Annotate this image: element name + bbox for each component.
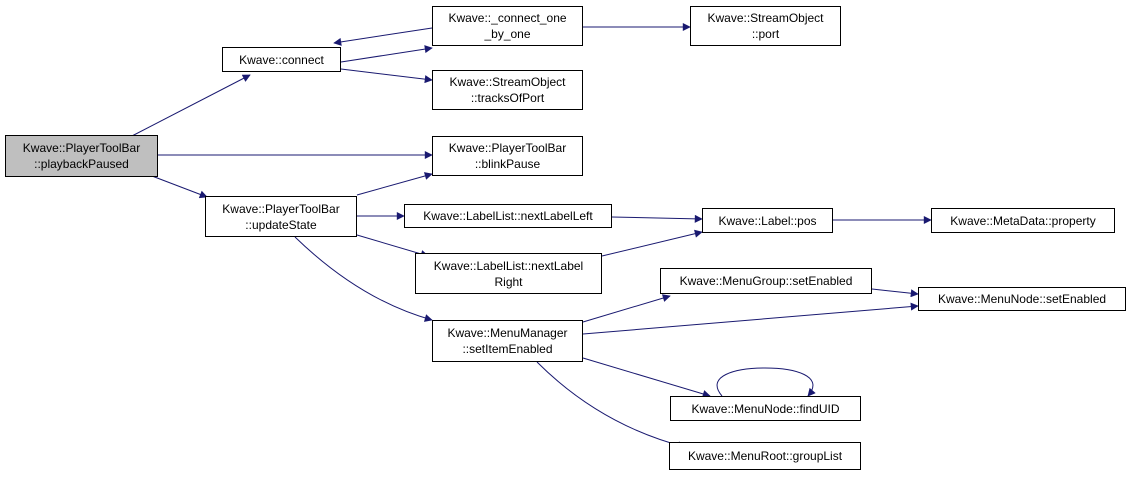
edge-updatestate-setitemenabled — [294, 236, 433, 322]
edge-updatestate-nextlabelright — [356, 234, 429, 258]
node-find-uid-label: Kwave::MenuNode::findUID — [691, 401, 840, 416]
edge-nextlabelright-labelpos — [601, 229, 703, 257]
node-playback-paused: Kwave::PlayerToolBar ::playbackPaused — [5, 135, 158, 177]
node-blink-pause[interactable]: Kwave::PlayerToolBar ::blinkPause — [432, 136, 583, 176]
node-find-uid[interactable]: Kwave::MenuNode::findUID — [670, 396, 861, 421]
edge-playbackpaused-updatestate — [151, 175, 208, 199]
node-connect-one-by-one[interactable]: Kwave::_connect_one _by_one — [432, 6, 583, 46]
node-node-set-enabled[interactable]: Kwave::MenuNode::setEnabled — [918, 287, 1126, 311]
node-set-item-enabled-line-1: Kwave::MenuManager — [447, 326, 568, 340]
edge-connect-connectonebyone — [340, 45, 433, 63]
node-next-label-left-label: Kwave::LabelList::nextLabelLeft — [423, 209, 593, 223]
node-set-item-enabled[interactable]: Kwave::MenuManager ::setItemEnabled — [432, 320, 583, 362]
node-connect-label: Kwave::connect — [239, 52, 324, 67]
edge-finduid-self — [716, 367, 816, 397]
node-meta-property[interactable]: Kwave::MetaData::property — [931, 208, 1115, 233]
node-playback-paused-line-1: Kwave::PlayerToolBar — [22, 141, 141, 155]
node-connect-one-by-one-line-1: Kwave::_connect_one — [448, 11, 567, 25]
node-node-set-enabled-label: Kwave::MenuNode::setEnabled — [937, 292, 1107, 306]
node-group-set-enabled-label: Kwave::MenuGroup::setEnabled — [679, 274, 853, 288]
node-stream-port[interactable]: Kwave::StreamObject ::port — [690, 6, 841, 46]
node-next-label-right-line-2: Right — [494, 274, 523, 289]
edge-connect-tracksofport — [340, 68, 433, 84]
edge-setitemenabled-grouplist — [536, 361, 686, 450]
node-tracks-of-port-line-2: ::tracksOfPort — [470, 91, 545, 105]
edge-playbackpaused-connect — [129, 74, 251, 138]
node-label-pos[interactable]: Kwave::Label::pos — [702, 208, 833, 233]
node-update-state-line-1: Kwave::PlayerToolBar — [222, 201, 340, 216]
edge-updatestate-blinkpause — [356, 172, 433, 196]
edge-setitemenabled-groupsetenabled — [582, 294, 671, 323]
node-blink-pause-line-2: ::blinkPause — [474, 157, 541, 171]
edge-nextlabelleft-labelpos — [611, 214, 703, 223]
node-group-list-label: Kwave::MenuRoot::groupList — [687, 449, 843, 463]
node-group-set-enabled[interactable]: Kwave::MenuGroup::setEnabled — [660, 268, 872, 294]
node-update-state[interactable]: Kwave::PlayerToolBar ::updateState — [205, 196, 357, 237]
node-connect-one-by-one-line-2: _by_one — [484, 27, 531, 41]
node-stream-port-line-2: ::port — [751, 27, 780, 41]
edge-connectonebyone-connect — [333, 27, 433, 46]
node-set-item-enabled-line-2: ::setItemEnabled — [462, 342, 553, 356]
node-playback-paused-line-2: ::playbackPaused — [34, 157, 129, 171]
edge-setitemenabled-nodesetenabled — [582, 302, 919, 335]
node-tracks-of-port[interactable]: Kwave::StreamObject ::tracksOfPort — [432, 70, 583, 110]
node-tracks-of-port-line-1: Kwave::StreamObject — [449, 75, 566, 89]
node-group-list[interactable]: Kwave::MenuRoot::groupList — [669, 442, 861, 470]
edge-groupsetenabled-nodesetenabled — [871, 288, 919, 298]
node-label-pos-label: Kwave::Label::pos — [718, 213, 817, 228]
node-next-label-right-line-1: Kwave::LabelList::nextLabel — [433, 258, 584, 273]
node-stream-port-line-1: Kwave::StreamObject — [707, 11, 824, 25]
edge-setitemenabled-finduid — [582, 357, 711, 398]
node-blink-pause-line-1: Kwave::PlayerToolBar — [448, 141, 567, 155]
node-meta-property-label: Kwave::MetaData::property — [950, 213, 1096, 228]
node-next-label-right[interactable]: Kwave::LabelList::nextLabel Right — [415, 253, 602, 294]
node-update-state-line-2: ::updateState — [245, 217, 317, 232]
node-next-label-left[interactable]: Kwave::LabelList::nextLabelLeft — [404, 204, 612, 228]
node-connect[interactable]: Kwave::connect — [222, 47, 341, 72]
